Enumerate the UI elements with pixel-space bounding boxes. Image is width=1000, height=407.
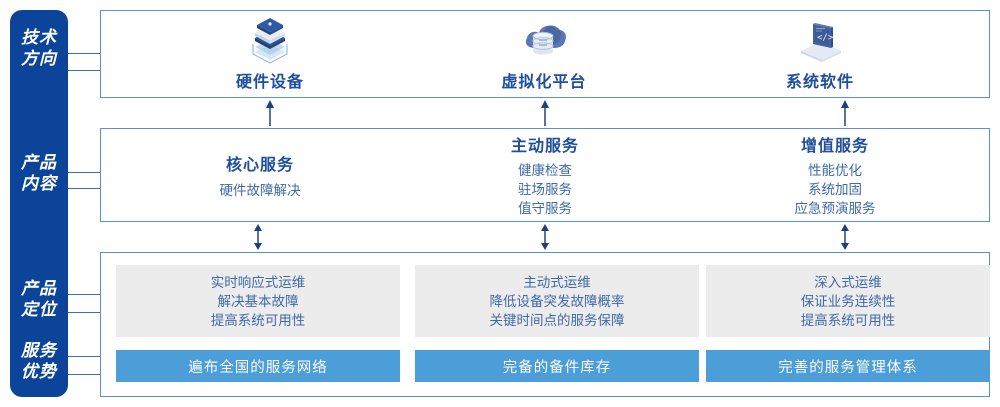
rail-label-tech-direction: 技术 方向 bbox=[10, 27, 68, 69]
category-rail bbox=[10, 10, 68, 397]
laptop-code-icon: </> bbox=[790, 14, 850, 66]
rail-label-line: 服务 bbox=[21, 341, 57, 360]
arrow-bidirectional-core bbox=[251, 224, 265, 250]
positioning-item: 提高系统可用性 bbox=[210, 312, 306, 328]
service-item: 驻场服务 bbox=[518, 182, 572, 197]
positioning-box-proactive[interactable]: 主动式运维 降低设备突发故障概率 关键时间点的服务保障 bbox=[415, 265, 699, 337]
tech-column-hardware[interactable]: 硬件设备 bbox=[122, 10, 418, 98]
rail-label-product-content: 产品 内容 bbox=[10, 152, 68, 194]
service-column-value-added[interactable]: 增值服务 性能优化 系统加固 应急预演服务 bbox=[690, 128, 980, 222]
tech-column-virtualization[interactable]: 虚拟化平台 bbox=[396, 10, 692, 98]
positioning-item: 关键时间点的服务保障 bbox=[489, 312, 625, 328]
positioning-item: 提高系统可用性 bbox=[800, 312, 896, 328]
advantage-bar-management-system[interactable]: 完善的服务管理体系 bbox=[706, 350, 990, 382]
service-item: 值守服务 bbox=[518, 201, 572, 216]
service-title: 增值服务 bbox=[800, 138, 869, 155]
service-item: 硬件故障解决 bbox=[219, 182, 301, 198]
rail-label-product-positioning: 产品 定位 bbox=[10, 278, 68, 320]
rail-label-line: 优势 bbox=[21, 362, 57, 381]
arrow-bidirectional-proactive bbox=[538, 224, 552, 250]
positioning-item: 解决基本故障 bbox=[217, 293, 299, 309]
arrow-up-virtualization bbox=[538, 100, 552, 126]
positioning-box-realtime[interactable]: 实时响应式运维 解决基本故障 提高系统可用性 bbox=[116, 265, 400, 337]
panel-product-content bbox=[100, 128, 990, 222]
tech-title: 硬件设备 bbox=[235, 74, 304, 91]
connector-line-pos-upper bbox=[62, 294, 102, 295]
tech-title: 系统软件 bbox=[785, 74, 854, 91]
tech-title: 虚拟化平台 bbox=[501, 74, 587, 91]
rail-label-line: 内容 bbox=[21, 174, 57, 193]
service-item: 性能优化 bbox=[808, 163, 862, 178]
positioning-box-indepth[interactable]: 深入式运维 保证业务连续性 提高系统可用性 bbox=[706, 265, 990, 337]
tech-column-system-software[interactable]: </> 系统软件 bbox=[672, 10, 968, 98]
connector-line-content-upper bbox=[62, 172, 102, 173]
rail-label-line: 产品 bbox=[21, 153, 57, 172]
service-item: 应急预演服务 bbox=[794, 201, 876, 216]
advantage-label: 遍布全国的服务网络 bbox=[188, 359, 328, 376]
rail-label-service-advantage: 服务 优势 bbox=[10, 340, 68, 382]
connector-line-pos-lower bbox=[62, 312, 102, 313]
positioning-item: 主动式运维 bbox=[523, 274, 591, 290]
connector-line-content-lower bbox=[62, 188, 102, 189]
server-stack-icon bbox=[240, 14, 300, 66]
service-item: 系统加固 bbox=[808, 182, 862, 197]
positioning-item: 保证业务连续性 bbox=[800, 293, 896, 309]
positioning-item: 深入式运维 bbox=[814, 274, 882, 290]
connector-line-adv-upper bbox=[62, 356, 102, 357]
rail-label-line: 方向 bbox=[21, 49, 57, 68]
service-item: 健康检查 bbox=[518, 163, 572, 178]
rail-label-line: 技术 bbox=[21, 28, 57, 47]
service-column-core[interactable]: 核心服务 硬件故障解决 bbox=[115, 128, 405, 222]
positioning-item: 实时响应式运维 bbox=[210, 274, 306, 290]
service-title: 主动服务 bbox=[510, 138, 579, 155]
connector-line-tech-upper bbox=[62, 53, 102, 54]
rail-label-line: 产品 bbox=[21, 279, 57, 298]
arrow-up-hardware bbox=[263, 100, 277, 126]
advantage-bar-service-network[interactable]: 遍布全国的服务网络 bbox=[116, 350, 400, 382]
advantage-label: 完备的备件库存 bbox=[502, 359, 612, 376]
positioning-item: 降低设备突发故障概率 bbox=[489, 293, 625, 309]
rail-label-line: 定位 bbox=[21, 300, 57, 319]
arrow-bidirectional-value-added bbox=[838, 224, 852, 250]
connector-line-tech-lower bbox=[62, 70, 102, 71]
cloud-database-icon bbox=[514, 14, 574, 66]
advantage-label: 完善的服务管理体系 bbox=[778, 359, 918, 376]
advantage-bar-spare-parts[interactable]: 完备的备件库存 bbox=[415, 350, 699, 382]
connector-line-adv-lower bbox=[62, 374, 102, 375]
service-column-proactive[interactable]: 主动服务 健康检查 驻场服务 值守服务 bbox=[400, 128, 690, 222]
arrow-up-system-software bbox=[838, 100, 852, 126]
svg-text:</>: </> bbox=[817, 33, 834, 43]
service-title: 核心服务 bbox=[225, 156, 294, 174]
